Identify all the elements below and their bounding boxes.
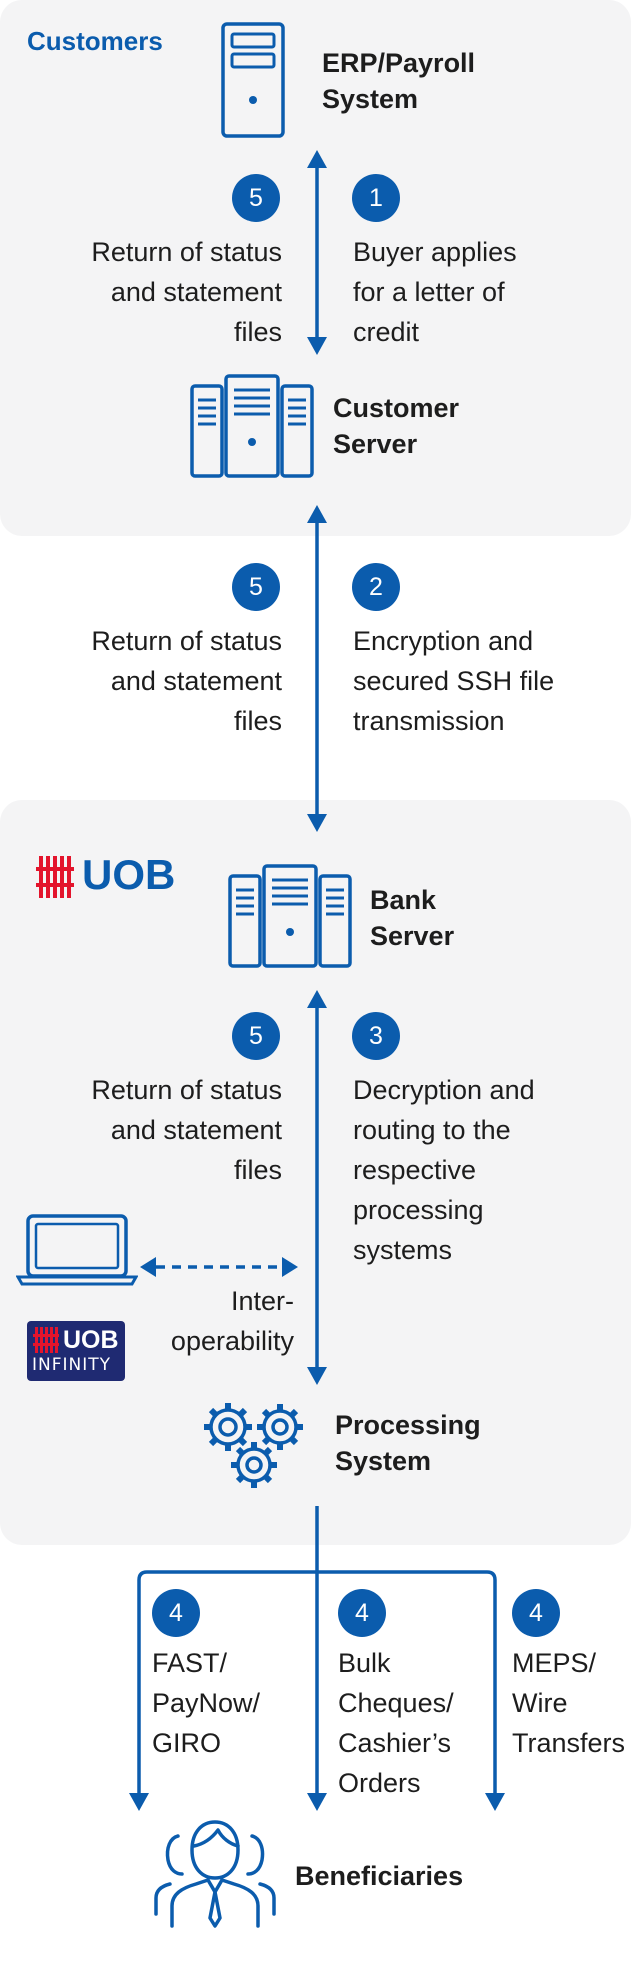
beneficiaries-title: Beneficiaries bbox=[295, 1861, 464, 1891]
laptop-icon bbox=[16, 1214, 138, 1286]
step-5-text-middle: Return of status and statement files bbox=[91, 626, 282, 736]
step-2-badge: 2 bbox=[352, 563, 400, 611]
step-3-text: Decryption and routing to the respective… bbox=[353, 1075, 535, 1265]
customers-label: Customers bbox=[27, 26, 163, 56]
erp-tower-icon bbox=[221, 22, 285, 138]
processing-system-title: Processing System bbox=[335, 1410, 481, 1476]
bank-server-title: Bank Server bbox=[370, 885, 455, 951]
erp-system-title: ERP/Payroll System bbox=[322, 48, 476, 114]
payment-fast-paynow-giro: FAST/ PayNow/ GIRO bbox=[152, 1648, 261, 1758]
step-2-text: Encryption and secured SSH file transmis… bbox=[353, 626, 555, 736]
payment-bulk-cheques: Bulk Cheques/ Cashier’s Orders bbox=[338, 1648, 454, 1798]
step-5-text-customers: Return of status and statement files bbox=[91, 237, 282, 347]
step-1-text: Buyer applies for a letter of credit bbox=[353, 237, 517, 347]
uob-infinity-mark-icon bbox=[33, 1327, 59, 1353]
step-5-text-bank: Return of status and statement files bbox=[91, 1075, 282, 1185]
step-1-badge: 1 bbox=[352, 174, 400, 222]
step-4-badge-fast: 4 bbox=[152, 1589, 200, 1637]
uob-logo-mark-icon bbox=[36, 856, 74, 898]
beneficiaries-person-icon bbox=[154, 1820, 276, 1928]
step-4-badge-meps: 4 bbox=[512, 1589, 560, 1637]
gears-icon bbox=[204, 1403, 303, 1488]
customer-server-title: Customer Server bbox=[333, 393, 460, 459]
step-5-badge-middle: 5 bbox=[232, 563, 280, 611]
step-5-badge-customers: 5 bbox=[232, 174, 280, 222]
uob-logo-text: UOB bbox=[82, 851, 176, 898]
step-5-badge-bank: 5 bbox=[232, 1012, 280, 1060]
interoperability-label: Inter-operability bbox=[170, 1286, 294, 1356]
uob-infinity-logo: UOB INFINITY bbox=[27, 1321, 125, 1381]
uob-infinity-text: INFINITY bbox=[32, 1355, 112, 1375]
bank-server-icon bbox=[228, 864, 352, 968]
payment-meps-wire: MEPS/ Wire Transfers bbox=[512, 1648, 626, 1758]
step-3-badge: 3 bbox=[352, 1012, 400, 1060]
customer-server-icon bbox=[190, 374, 314, 478]
uob-infinity-uob-text: UOB bbox=[63, 1326, 119, 1354]
step-4-badge-bulk: 4 bbox=[338, 1589, 386, 1637]
